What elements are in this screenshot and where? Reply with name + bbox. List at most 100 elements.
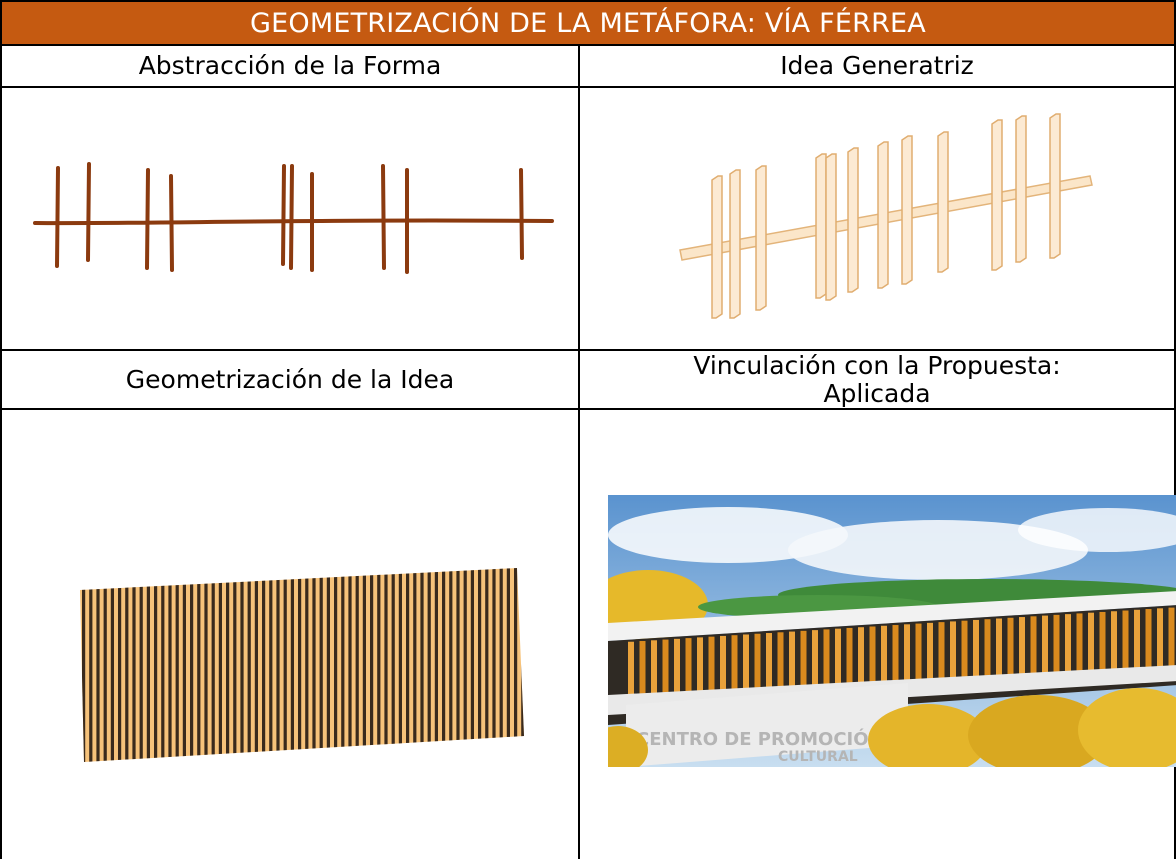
slat xyxy=(283,568,287,762)
facade-fin xyxy=(720,635,726,698)
facade-fin xyxy=(731,635,738,697)
slat xyxy=(240,568,244,762)
facade-fin xyxy=(823,629,830,690)
slat xyxy=(427,568,431,762)
facade-fin xyxy=(812,630,818,691)
slat xyxy=(276,568,280,762)
slat xyxy=(514,568,518,762)
facade-fin xyxy=(789,631,795,693)
vertical-beam xyxy=(1049,113,1061,259)
slat xyxy=(485,568,489,762)
slat xyxy=(326,568,330,762)
facade-fin xyxy=(1076,613,1083,673)
header-geometrizacion: Geometrización de la Idea xyxy=(125,364,455,394)
header-vinculacion-line2: Aplicada xyxy=(823,378,931,408)
slat xyxy=(82,568,86,762)
facade-fin xyxy=(754,633,761,695)
row-divider xyxy=(2,408,1174,410)
slat xyxy=(132,568,136,762)
slat xyxy=(218,568,222,762)
facade-fin xyxy=(927,622,933,683)
vertical-beam xyxy=(901,135,913,285)
slat xyxy=(247,568,251,762)
slat xyxy=(161,568,165,762)
facade-fin xyxy=(662,639,669,702)
slat xyxy=(391,568,395,762)
row-divider xyxy=(2,349,1174,351)
facade-fin xyxy=(835,628,841,690)
slat xyxy=(478,568,482,762)
slat xyxy=(204,568,208,762)
facade-fin xyxy=(950,621,956,681)
facade-fin xyxy=(961,620,968,681)
slat xyxy=(226,568,230,762)
facade-fin xyxy=(685,638,692,700)
slat xyxy=(190,568,194,762)
facade-fin xyxy=(674,638,680,701)
facade-fin xyxy=(881,625,887,686)
facade-fin xyxy=(743,634,749,696)
vertical-beam xyxy=(847,147,859,293)
slat xyxy=(499,568,503,762)
facade-fin xyxy=(1145,609,1152,668)
slat xyxy=(398,568,402,762)
slat xyxy=(211,568,215,762)
facade-fin xyxy=(777,632,784,694)
facade-fin xyxy=(697,637,703,699)
facade-fin xyxy=(1168,607,1175,666)
facade-fin xyxy=(1157,608,1163,667)
vertical-beam xyxy=(1015,115,1027,263)
slat xyxy=(384,568,388,762)
facade-fin xyxy=(938,622,945,682)
slat xyxy=(89,568,93,762)
facade-fin xyxy=(846,627,853,689)
facade-fin xyxy=(1088,612,1094,672)
slat xyxy=(103,568,107,762)
facade-fin xyxy=(973,619,979,680)
sign-line2: CULTURAL xyxy=(778,749,858,765)
slat xyxy=(139,568,143,762)
vertical-beam xyxy=(815,153,827,299)
page-title: GEOMETRIZACIÓN DE LA METÁFORA: VÍA FÉRRE… xyxy=(250,7,926,39)
slat xyxy=(168,568,172,762)
column-divider xyxy=(578,46,580,859)
slat xyxy=(269,568,273,762)
slat xyxy=(197,568,201,762)
slat xyxy=(262,568,266,762)
vertical-beam xyxy=(991,119,1003,271)
header-vinculacion-line1: Vinculación con la Propuesta: xyxy=(693,350,1061,380)
slat xyxy=(290,568,294,762)
geometrizacion-render xyxy=(2,410,578,859)
slat xyxy=(154,568,158,762)
facade-fin xyxy=(1019,617,1025,677)
facade-fin xyxy=(651,640,657,702)
facade-fin xyxy=(628,641,634,704)
facade-fin xyxy=(766,633,772,694)
slat xyxy=(110,568,114,762)
slat xyxy=(463,568,467,762)
slat xyxy=(334,568,338,762)
slat xyxy=(362,568,366,762)
facade-fin xyxy=(915,623,922,684)
slat xyxy=(118,568,122,762)
building-render-image: CENTRO DE PROMOCIÓN CULTURAL xyxy=(608,495,1176,767)
idea-generatriz-render xyxy=(580,88,1174,349)
facade-fin xyxy=(1042,615,1048,675)
title-bar: GEOMETRIZACIÓN DE LA METÁFORA: VÍA FÉRRE… xyxy=(2,0,1174,46)
slat xyxy=(319,568,323,762)
slat xyxy=(442,568,446,762)
facade-fin xyxy=(1134,609,1140,669)
slat xyxy=(370,568,374,762)
slat xyxy=(96,568,100,762)
facade-fin xyxy=(869,626,876,687)
facade-fin xyxy=(984,619,991,679)
proposal-render: CENTRO DE PROMOCIÓN CULTURAL xyxy=(608,495,1176,767)
slatted-volume-drawing xyxy=(80,568,524,762)
slat xyxy=(233,568,237,762)
slat xyxy=(406,568,410,762)
slat xyxy=(182,568,186,762)
facade-fin xyxy=(1065,614,1071,673)
slat xyxy=(175,568,179,762)
facade-fin xyxy=(904,624,910,685)
